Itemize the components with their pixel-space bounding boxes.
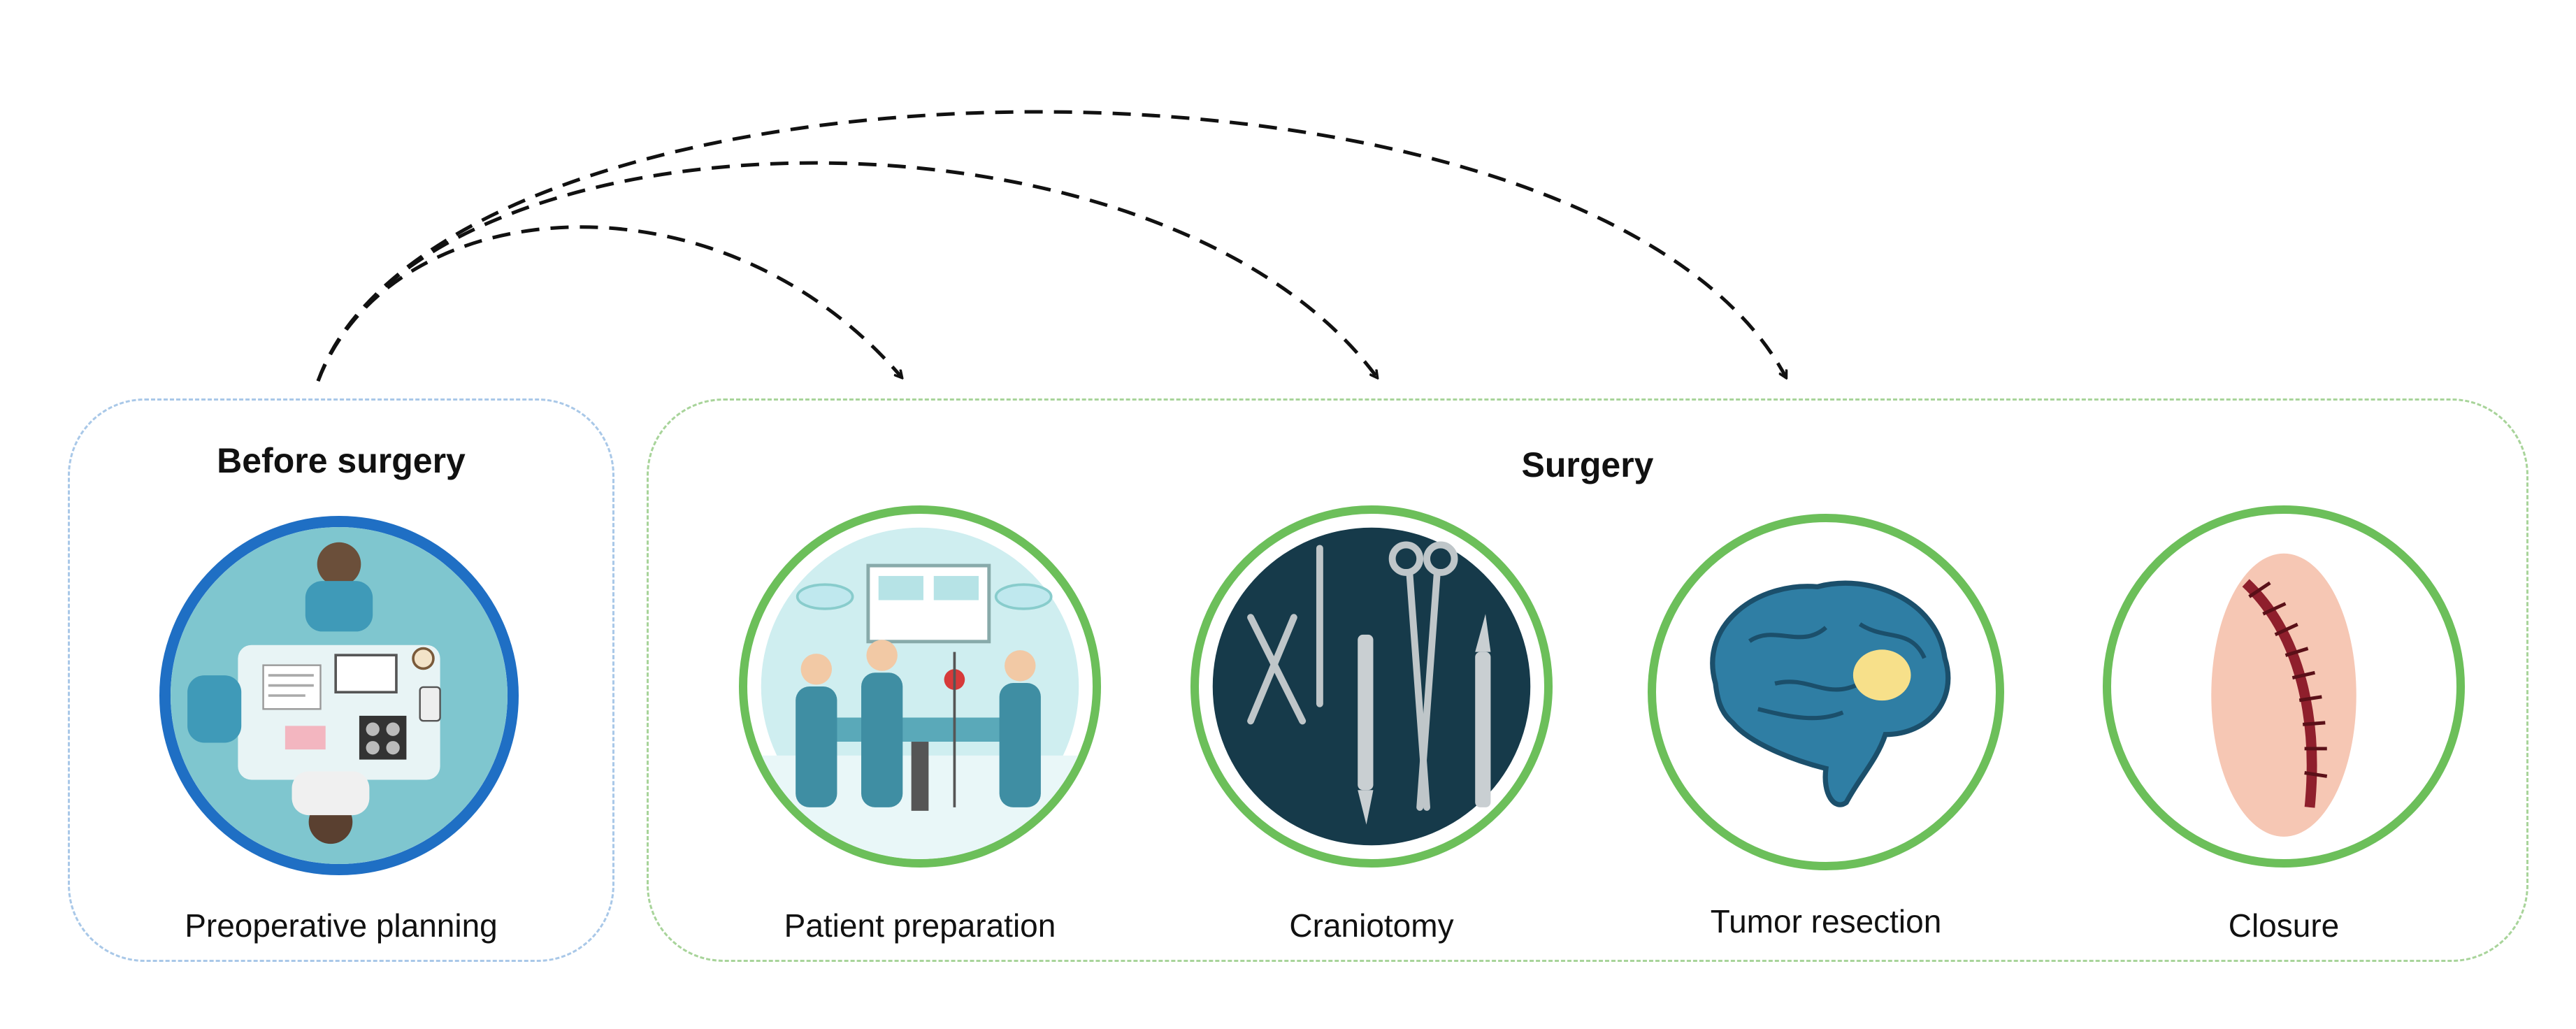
operating-room-icon [739,505,1101,868]
before-surgery-section [68,398,614,962]
arrow-planning-to-craniotomy [316,161,1377,382]
planning-meeting-icon [159,516,519,875]
brain-tumor-icon [1648,514,2004,870]
surgery-section [647,398,2528,962]
sutured-incision-icon [2103,505,2465,868]
arrow-planning-to-tumor-resection [316,110,1786,382]
surgical-instruments-icon [1190,505,1553,868]
stage-label-patient-preparation: Patient preparation [784,907,1056,944]
arrow-planning-to-patient-preparation [316,225,902,382]
stage-label-preoperative-planning: Preoperative planning [185,907,498,944]
before-surgery-title: Before surgery [217,441,466,480]
surgery-title: Surgery [1521,445,1654,484]
stage-label-closure: Closure [2228,907,2340,944]
stage-label-craniotomy: Craniotomy [1289,907,1454,944]
stage-label-tumor-resection: Tumor resection [1710,903,1942,940]
